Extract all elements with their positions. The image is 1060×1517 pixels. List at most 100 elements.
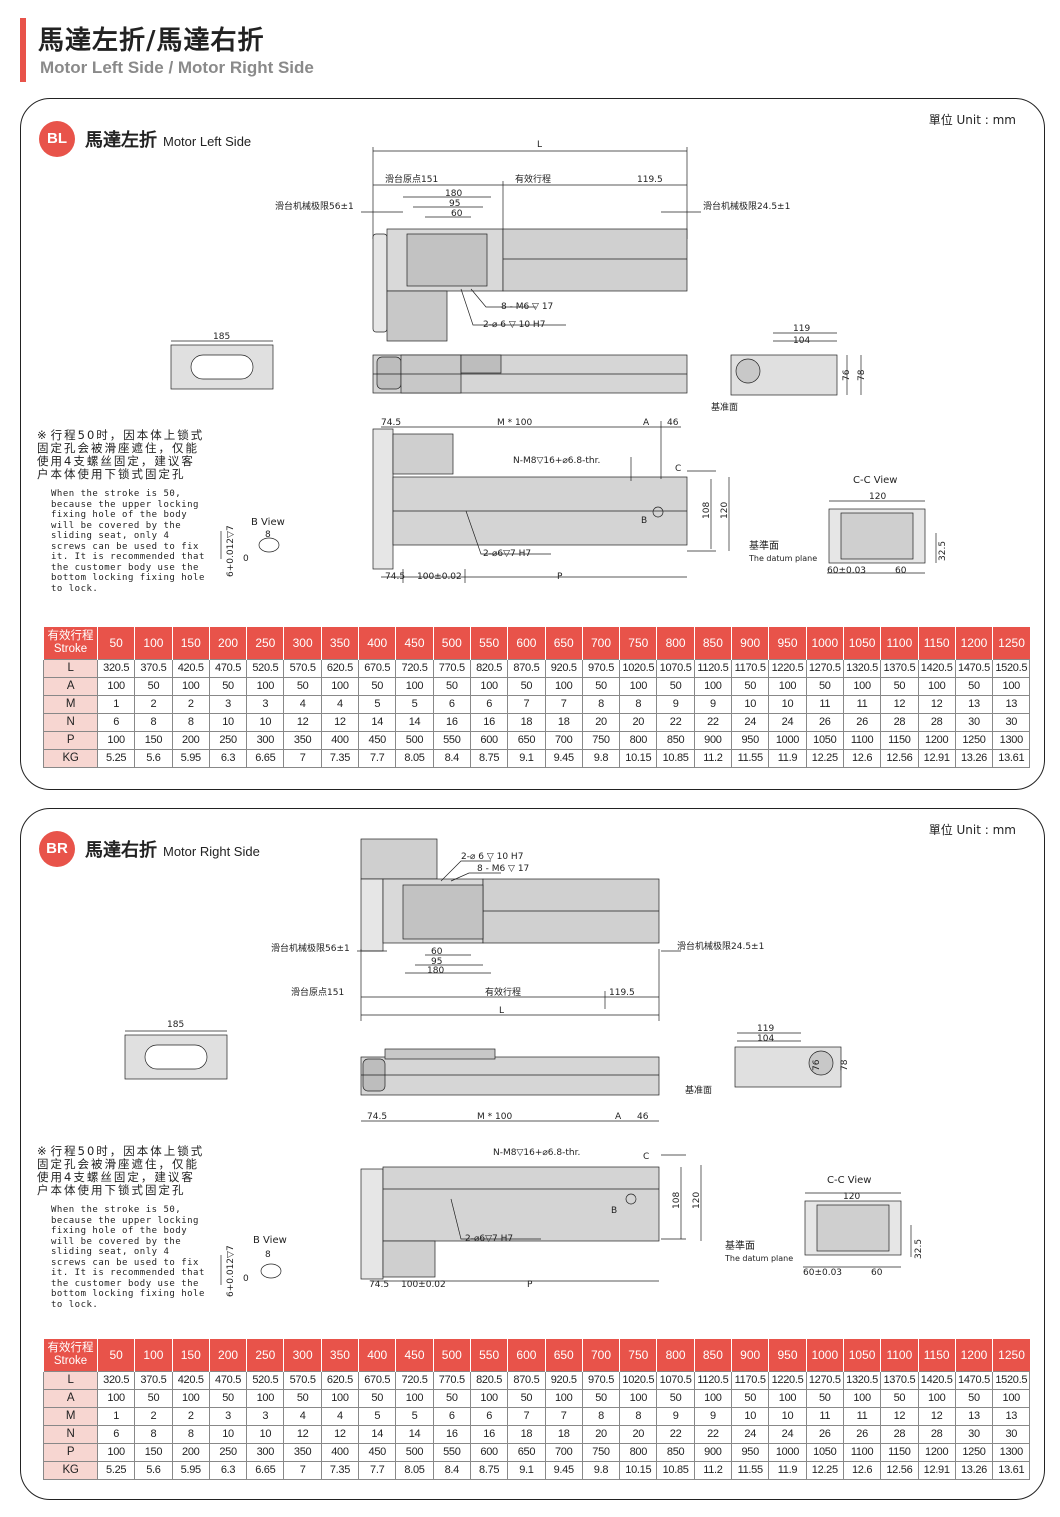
row-label: KG [43,748,98,768]
table-cell: 1420.5 [917,658,956,678]
table-cell: 100 [992,1388,1031,1408]
table-cell: 8 [581,694,621,714]
table-cell: 100 [768,1388,807,1408]
table-cell: 9.45 [544,748,583,768]
table-cell: 13.61 [992,748,1031,768]
table-cell: 4 [283,1406,322,1426]
stroke-label-zh: 有效行程 [47,629,94,642]
table-cell: 670.5 [358,1370,397,1390]
stroke-column-header: 1200 [954,1339,993,1371]
table-cell: 8 [134,712,173,732]
table-cell: 420.5 [171,1370,210,1390]
table-cell: 1220.5 [768,1370,807,1390]
table-cell: 20 [581,1424,621,1444]
label-b: B [611,1206,617,1216]
table-cell: 8 [134,1424,173,1444]
dim-120: 120 [692,1192,702,1209]
table-cell: 8 [171,1424,210,1444]
table-cell: 1200 [917,1442,956,1462]
table-cell: 50 [208,1388,248,1408]
table-cell: 450 [358,730,397,750]
table-cell: 24 [768,1424,807,1444]
table-cell: 9 [656,1406,695,1426]
table-cell: 6.65 [246,1460,285,1480]
table-cell: 50 [432,1388,471,1408]
stroke-column-header: 700 [581,627,620,659]
table-cell: 11.55 [731,1460,770,1480]
table-cell: 1100 [842,1442,882,1462]
table-cell: 1420.5 [917,1370,956,1390]
table-cell: 28 [917,712,956,732]
table-cell: 300 [246,730,285,750]
table-cell: 600 [469,1442,509,1462]
table-cell: 970.5 [581,658,621,678]
table-cell: 100 [768,676,807,696]
table-cell: 30 [954,1424,994,1444]
table-cell: 100 [917,676,956,696]
table-cell: 24 [731,1424,770,1444]
table-cell: 50 [954,676,994,696]
dim-74-5: 74.5 [381,418,401,428]
label-b-view: B View [253,1235,287,1246]
table-cell: 1470.5 [954,658,994,678]
stroke-label-en: Stroke [53,1354,88,1367]
stroke-column-header: 850 [693,627,732,659]
table-cell: 1000 [768,730,807,750]
section-badge: BL [39,121,75,157]
table-cell: 50 [134,1388,173,1408]
table-cell: 20 [581,712,621,732]
table-cell: 12 [320,712,360,732]
table-cell: 150 [134,730,173,750]
label-section-c: C [675,464,681,474]
stroke-column-header: 400 [358,1339,396,1371]
table-cell: 100 [992,676,1031,696]
table-cell: 4 [320,1406,360,1426]
table-cell: 11.9 [768,748,807,768]
table-cell: 100 [96,1442,136,1462]
table-cell: 500 [395,1442,434,1462]
table-cell: 50 [805,1388,844,1408]
dim-8: 8 [265,1250,271,1260]
table-cell: 250 [208,730,248,750]
table-cell: 11 [842,694,882,714]
stroke-column-header: 650 [544,627,583,659]
table-cell: 7 [507,694,546,714]
stroke-column-header: 400 [358,627,396,659]
table-cell: 650 [507,1442,546,1462]
table-cell: 20 [619,1424,658,1444]
dim-119: 119 [793,324,810,334]
stroke-column-header: 100 [134,1339,173,1371]
dim-A: A [643,418,650,428]
table-cell: 100 [842,1388,882,1408]
table-cell: 470.5 [208,658,248,678]
table-cell: 1020.5 [619,1370,658,1390]
table-cell: 28 [880,1424,919,1444]
table-cell: 13 [992,1406,1031,1426]
stroke-column-header: 550 [469,1339,508,1371]
table-cell: 8.4 [432,1460,471,1480]
table-cell: 1100 [842,730,882,750]
dim-60-tol: 60±0.03 [827,566,866,576]
table-cell: 750 [581,730,621,750]
table-cell: 100 [96,730,136,750]
table-cell: 1270.5 [805,1370,844,1390]
label-limit-right: 滑台机械极限24.5±1 [703,200,790,212]
stroke-column-header: 350 [320,627,359,659]
table-cell: 250 [208,1442,248,1462]
table-cell: 100 [246,1388,285,1408]
stroke-column-header: 250 [246,627,284,659]
note-en: When the stroke is 50, because the upper… [51,489,205,594]
dim-120-cc: 120 [869,492,886,502]
table-cell: 5.6 [134,748,173,768]
table-cell: 20 [619,712,658,732]
table-cell: 1270.5 [805,658,844,678]
table-cell: 50 [283,1388,322,1408]
table-cell: 16 [469,1424,509,1444]
table-cell: 8.05 [395,1460,434,1480]
stroke-column-header: 900 [731,627,769,659]
table-cell: 100 [544,1388,583,1408]
